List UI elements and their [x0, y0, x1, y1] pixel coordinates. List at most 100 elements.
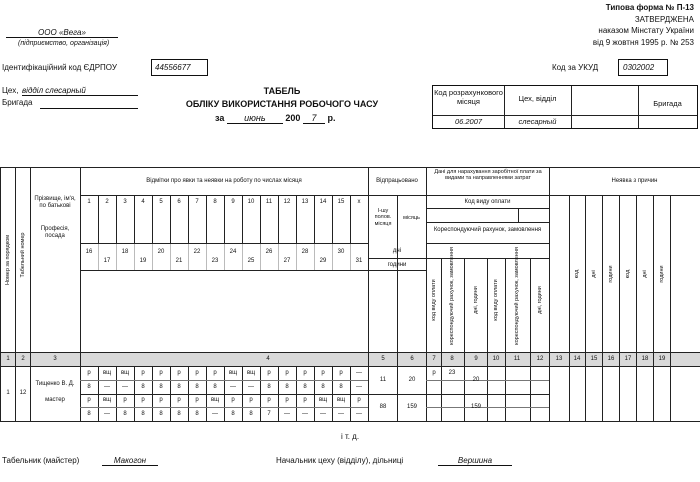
period-year-digit: 7	[302, 113, 325, 124]
attendance-mark: 8	[141, 384, 145, 390]
code-month-header: Код розрахункового місяця	[434, 88, 503, 106]
attendance-mark: вщ	[210, 397, 220, 403]
code-brigade-header: Бригада	[653, 99, 682, 108]
marks-header: Відмітки про явки та неявки на роботу по…	[146, 178, 302, 184]
attendance-mark: 8	[321, 384, 325, 390]
attendance-mark: 8	[123, 411, 127, 417]
attendance-mark: 8	[87, 411, 91, 417]
employee-position: мастер	[45, 397, 65, 403]
column-number: 18	[641, 356, 649, 362]
code-month-value: 06.2007	[454, 117, 483, 126]
day-number-bottom: 19	[139, 258, 147, 264]
day-number-bottom: 27	[283, 258, 291, 264]
sub-account-1: кореспондуючий рахунок, замовлення	[449, 247, 455, 345]
attendance-mark: р	[87, 370, 91, 376]
attendance-mark: вщ	[228, 370, 238, 376]
day-number-top: 9	[231, 199, 235, 205]
abs-days-1: дні	[591, 270, 597, 278]
day-number-top: х	[357, 199, 361, 205]
column-number: 9	[474, 356, 478, 362]
attendance-mark: —	[356, 370, 362, 376]
attendance-mark: р	[195, 370, 199, 376]
attendance-mark: вщ	[336, 397, 346, 403]
timekeeper-label: Табельник (майстер)	[2, 456, 80, 465]
day-number-top: 11	[265, 199, 273, 205]
column-number: 19	[658, 356, 666, 362]
absence-header: Неявка з причин	[611, 178, 658, 184]
period-year-prefix: 200	[285, 113, 301, 123]
position-header: Професія, посада	[40, 226, 70, 239]
attendance-mark: —	[104, 411, 110, 417]
attendance-mark: —	[284, 411, 290, 417]
attendance-mark: р	[159, 370, 163, 376]
day-number-bottom: 20	[157, 249, 165, 255]
first-half-header: І-шу полов. місяця	[374, 208, 392, 227]
enterprise-name: ООО «Вега»	[6, 28, 118, 38]
attendance-mark: р	[195, 397, 199, 403]
attendance-mark: р	[267, 370, 271, 376]
day-number-bottom: 17	[103, 258, 111, 264]
employee-name: Тищенко В. Д.	[35, 381, 75, 387]
pay-code-header: Код виду оплати	[464, 199, 511, 205]
row-number-header: Номер за порядком	[5, 234, 11, 286]
attendance-mark: р	[141, 397, 145, 403]
attendance-mark: р	[87, 397, 91, 403]
attendance-mark: р	[231, 397, 235, 403]
abs-days-2: дні	[642, 270, 648, 278]
day-number-top: 10	[247, 199, 255, 205]
abs-code-1: код	[574, 269, 580, 279]
enterprise-caption: (підприємство, організація)	[18, 40, 110, 47]
brigade-label: Бригада	[2, 98, 33, 107]
attendance-mark: р	[321, 370, 325, 376]
column-number: 10	[492, 356, 500, 362]
column-number: 11	[513, 356, 521, 362]
attendance-mark: р	[213, 370, 217, 376]
attendance-mark: 8	[177, 411, 181, 417]
attendance-mark: —	[104, 384, 110, 390]
column-number: 15	[590, 356, 598, 362]
attendance-mark: 8	[195, 411, 199, 417]
day-number-top: 2	[105, 199, 109, 205]
day-number-bottom: 30	[337, 249, 345, 255]
ukud-label: Код за УКУД	[552, 63, 599, 72]
day-number-top: 13	[301, 199, 309, 205]
shop-value: відділ слесарный	[22, 86, 138, 96]
attendance-mark: —	[356, 411, 362, 417]
sub-days-hours-2: дні, години	[537, 286, 543, 314]
column-number: 6	[410, 356, 414, 362]
pay-code-value: р	[432, 370, 436, 376]
attendance-mark: —	[122, 384, 128, 390]
attendance-mark: —	[212, 411, 218, 417]
period-month: июнь	[226, 113, 283, 124]
approved-label: ЗАТВЕРДЖЕНА	[634, 15, 694, 24]
period-line: за июнь 200 7 р.	[215, 113, 335, 124]
column-number: 3	[53, 356, 57, 362]
attendance-mark: 8	[177, 384, 181, 390]
attendance-mark: р	[123, 397, 127, 403]
attendance-mark: р	[267, 397, 271, 403]
attendance-mark: вщ	[246, 370, 256, 376]
month-header: місяць	[403, 215, 420, 221]
sub-account-2: кореспондуючий рахунок, замовлення	[514, 247, 520, 345]
month-hours-value: 159	[406, 404, 418, 410]
attendance-mark: р	[141, 370, 145, 376]
day-number-top: 5	[159, 199, 163, 205]
attendance-mark: 8	[159, 384, 163, 390]
days-hours-value-2: 159	[470, 404, 482, 410]
abs-code-2: код	[625, 269, 631, 279]
account-header: Кореспондуючий рахунок, замовлення	[433, 227, 542, 233]
column-number: 7	[432, 356, 436, 362]
day-number-bottom: 29	[319, 258, 327, 264]
edrpou-label: Ідентифікаційний код ЄДРПОУ	[2, 63, 117, 72]
attendance-mark: 8	[303, 384, 307, 390]
attendance-mark: —	[302, 411, 308, 417]
day-number-bottom: 16	[85, 249, 93, 255]
attendance-mark: вщ	[102, 370, 112, 376]
attendance-mark: р	[357, 397, 361, 403]
day-number-top: 12	[283, 199, 291, 205]
attendance-mark: вщ	[318, 397, 328, 403]
attendance-mark: 8	[267, 384, 271, 390]
day-number-bottom: 23	[211, 258, 219, 264]
day-number-top: 7	[195, 199, 199, 205]
attendance-mark: р	[177, 397, 181, 403]
